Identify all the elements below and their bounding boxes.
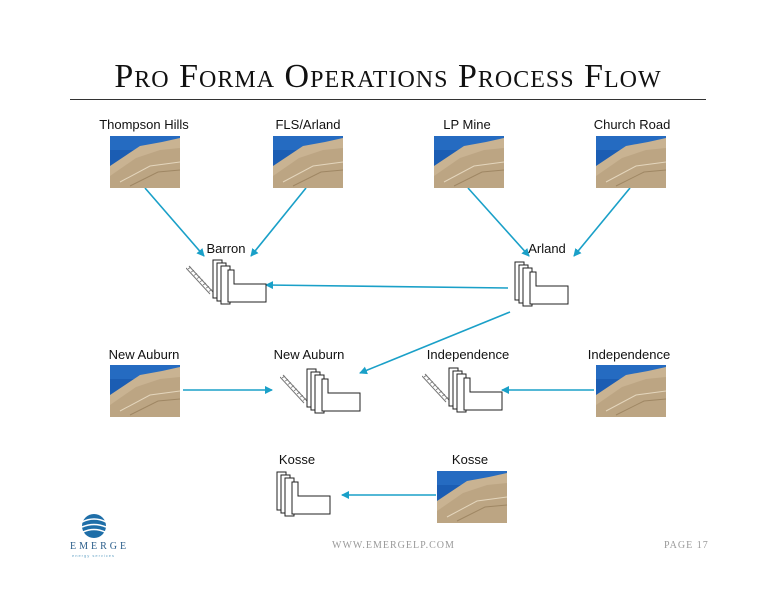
site-label-kosse: Kosse <box>451 452 489 467</box>
site-label-church-road: Church Road <box>593 117 671 132</box>
arrow-arland-to-barron <box>265 281 509 290</box>
arrow-lpmine-to-arland <box>467 187 530 257</box>
emerge-logo-globe-icon <box>81 514 107 538</box>
site-label-new-auburn: New Auburn <box>108 347 180 362</box>
site-image-new-auburn <box>110 365 180 417</box>
plant-label-kosse: Kosse <box>278 452 316 467</box>
page-title: Pro Forma Operations Process Flow <box>114 58 662 95</box>
plant-label-arland: Arland <box>528 241 566 256</box>
site-image-independence <box>596 365 666 417</box>
arrow-arland-to-newauburn-plant <box>359 311 511 375</box>
site-image-church-road <box>596 136 666 188</box>
page-number: PAGE 17 <box>664 540 709 551</box>
site-label-fls-arland: FLS/Arland <box>275 117 341 132</box>
site-label-thompson-hills: Thompson Hills <box>99 117 189 132</box>
site-label-independence: Independence <box>587 347 671 362</box>
plant-label-independence: Independence <box>426 347 510 362</box>
plant-label-new-auburn: New Auburn <box>273 347 345 362</box>
plant-label-barron: Barron <box>206 241 246 256</box>
arrow-flsarland-to-barron <box>250 187 307 257</box>
site-image-kosse <box>437 471 507 523</box>
plant-icon-kosse <box>274 470 334 518</box>
site-image-fls-arland <box>273 136 343 188</box>
plant-icon-barron <box>186 258 270 306</box>
plant-icon-new-auburn <box>280 367 364 415</box>
arrow-churchroad-to-arland <box>573 187 631 257</box>
site-image-thompson-hills <box>110 136 180 188</box>
plant-icon-arland <box>512 260 572 308</box>
site-image-lp-mine <box>434 136 504 188</box>
logo-subtext: energy services <box>72 553 116 558</box>
site-label-lp-mine: LP Mine <box>443 117 491 132</box>
plant-icon-independence <box>422 366 506 414</box>
title-divider <box>70 99 706 100</box>
logo-wordmark: EMERGE <box>70 541 130 552</box>
footer-url: WWW.EMERGELP.COM <box>332 540 455 551</box>
arrow-thompson-to-barron <box>144 187 205 257</box>
